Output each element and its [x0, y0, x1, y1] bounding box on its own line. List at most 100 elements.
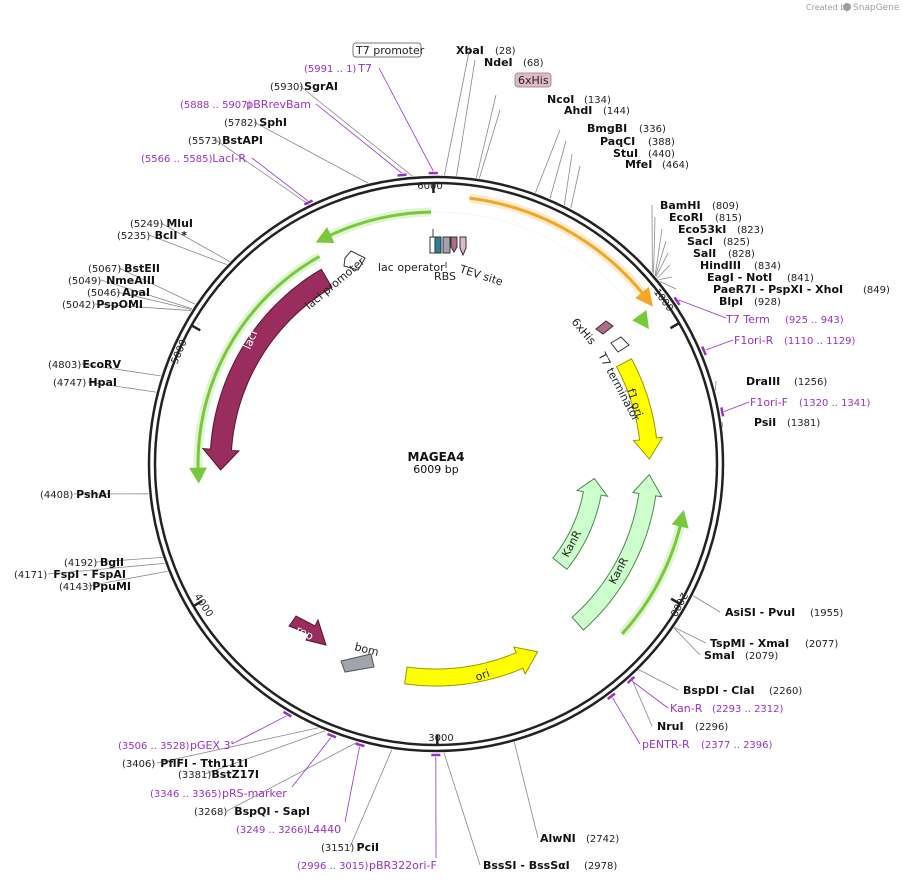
- primer-mark: [626, 675, 636, 684]
- enzyme-site-apai[interactable]: (5046)ApaI: [87, 286, 150, 299]
- snapgene-brand: SnapGene: [853, 3, 900, 13]
- enzyme-site-smai[interactable]: SmaI(2079): [704, 649, 778, 662]
- enzyme-site-xbai[interactable]: XbaI(28): [456, 44, 516, 57]
- primer-site-t7[interactable]: T7(5991 .. 1): [304, 62, 438, 175]
- enzyme-name: NdeI: [484, 56, 513, 69]
- enzyme-site-eagi-noti[interactable]: EagI - NotI(841): [707, 271, 814, 284]
- primer-leader-pgex-3: [231, 715, 287, 745]
- primer-site-laci-r[interactable]: LacI-R(5566 .. 5585): [141, 152, 314, 206]
- enzyme-position: (2079): [745, 651, 778, 662]
- enzyme-site-ahdi[interactable]: AhdI(144): [564, 104, 630, 117]
- enzyme-leader-apai: [116, 291, 192, 310]
- enzyme-position: (3151): [321, 843, 354, 854]
- enzyme-site-alwni[interactable]: AlwNI(2742): [540, 832, 619, 845]
- enzyme-site-ecorv[interactable]: (4803)EcoRV: [48, 358, 121, 371]
- primer-name: pENTR-R: [642, 738, 690, 751]
- enzyme-leader-ecori: [653, 216, 656, 274]
- enzyme-site-hpai[interactable]: (4747)HpaI: [53, 376, 117, 389]
- plasmid-name: MAGEA4: [408, 450, 465, 464]
- rbs-block: [442, 236, 451, 254]
- enzyme-site-paer7i-pspxi-xhoi[interactable]: PaeR7I - PspXI - XhoI(849): [713, 283, 890, 296]
- primer-site-t7-term[interactable]: T7 Term(925 .. 943): [673, 296, 844, 326]
- enzyme-site-bsssi-bsss-i[interactable]: BssSI - BssSαI (2978): [483, 859, 617, 872]
- enzyme-site-asisi-pvui[interactable]: AsiSI - PvuI(1955): [725, 606, 843, 619]
- enzyme-site-sgrai[interactable]: (5930)SgrAI: [270, 80, 338, 93]
- enzyme-position: (3268): [194, 807, 227, 818]
- enzyme-site-ppumi[interactable]: (4143)PpuMI: [59, 580, 131, 593]
- enzyme-leader-stui: [563, 153, 573, 206]
- enzyme-site-ncoi[interactable]: NcoI(134): [547, 93, 611, 106]
- enzyme-site-fspi-fspai[interactable]: (4171)FspI - FspAI: [14, 568, 126, 581]
- primer-name: pRS-marker: [222, 787, 287, 800]
- enzyme-name: EcoRI: [669, 211, 703, 224]
- backbone-inner-ring: [153, 181, 719, 747]
- primer-site-pbr322ori-f[interactable]: pBR322ori-F(2996 .. 3015): [297, 753, 441, 872]
- primer-leader-t7: [378, 67, 434, 172]
- enzyme-name: BssSI - BssSαI: [483, 859, 570, 872]
- enzyme-site-stui[interactable]: StuI(440): [613, 147, 675, 160]
- enzyme-site-bspqi-sapi[interactable]: (3268)BspQI - SapI: [194, 805, 310, 818]
- enzyme-name: SacI: [687, 235, 713, 248]
- enzyme-name: BmgBI: [587, 122, 627, 135]
- enzyme-site-ndei[interactable]: NdeI(68): [484, 56, 544, 69]
- enzyme-site-pflfi-tth111i[interactable]: (3406)PflFI - Tth111I: [122, 757, 248, 770]
- enzyme-site-pcii[interactable]: (3151)PciI: [321, 841, 379, 854]
- enzyme-site-sphi[interactable]: (5782)SphI: [224, 116, 287, 129]
- enzyme-position: (336): [639, 124, 666, 135]
- his-tag-orange-arrow: [469, 196, 651, 303]
- created-by-text: Created by: [806, 3, 850, 12]
- enzyme-site-bspdi-clai[interactable]: BspDI - ClaI(2260): [683, 684, 802, 697]
- enzyme-name: MfeI: [625, 158, 652, 171]
- enzyme-site-nrui[interactable]: NruI(2296): [657, 720, 728, 733]
- enzyme-site-bcli[interactable]: (5235)BclI *: [117, 229, 187, 242]
- enzyme-position: (5235): [117, 231, 150, 242]
- enzyme-leader-saci: [655, 240, 667, 277]
- enzyme-site-hindiii[interactable]: HindIII(834): [700, 259, 781, 272]
- primer-range: (5888 .. 5907): [180, 100, 252, 111]
- primer-mark: [327, 732, 337, 739]
- enzyme-position: (2742): [586, 834, 619, 845]
- primer-site-pentr-r[interactable]: pENTR-R(2377 .. 2396): [606, 692, 773, 751]
- enzyme-site-bamhi[interactable]: BamHI(809): [660, 199, 739, 212]
- primer-leader-f1ori-r: [705, 339, 734, 351]
- primer-name: L4440: [307, 823, 341, 836]
- enzyme-site-bmgbi[interactable]: BmgBI (336): [587, 122, 666, 135]
- enzyme-site-saci[interactable]: SacI(825): [687, 235, 750, 248]
- ruler-label-5000: 5000: [170, 338, 190, 366]
- enzyme-site-psii[interactable]: PsiI(1381): [754, 416, 820, 429]
- enzyme-site-tspmi-xmai[interactable]: TspMI - XmaI(2077): [710, 637, 838, 650]
- enzyme-site-mlui[interactable]: (5249)MluI: [130, 217, 193, 230]
- primer-range: (5991 .. 1): [304, 64, 356, 75]
- enzyme-site-bgli[interactable]: (4192)BglI: [64, 556, 124, 569]
- enzyme-site-ecori[interactable]: EcoRI(815): [669, 211, 742, 224]
- enzyme-site-bstapi[interactable]: (5573)BstAPI: [188, 134, 263, 147]
- primer-site-f1ori-f[interactable]: F1ori-F(1320 .. 1341): [720, 396, 871, 417]
- enzyme-site-blpi[interactable]: BlpI(928): [719, 295, 781, 308]
- enzyme-name: AsiSI - PvuI: [725, 606, 795, 619]
- primer-site-prs-marker[interactable]: pRS-marker(3346 .. 3365): [150, 732, 337, 800]
- primer-site-pbrrevbam[interactable]: pBRrevBam(5888 .. 5907): [180, 98, 407, 177]
- ruler-label-3000: 3000: [428, 733, 453, 744]
- enzyme-site-nmeaiii[interactable]: (5049)NmeAIII: [68, 274, 155, 287]
- enzyme-site-bsteii[interactable]: (5067)BstEII: [88, 262, 160, 275]
- primer-site-l4440[interactable]: L4440(3249 .. 3266): [236, 742, 365, 836]
- enzyme-site-mfei[interactable]: MfeI(464): [625, 158, 689, 171]
- enzyme-site-eco53ki[interactable]: Eco53kI(823): [678, 223, 764, 236]
- enzyme-position: (3406): [122, 759, 155, 770]
- primer-site-f1ori-r[interactable]: F1ori-R(1110 .. 1129): [701, 334, 856, 356]
- enzyme-name: SalI: [693, 247, 716, 260]
- primer-site-kan-r[interactable]: Kan-R(2293 .. 2312): [626, 675, 784, 715]
- enzyme-site-sali[interactable]: SalI(828): [693, 247, 755, 260]
- enzyme-site-pshai[interactable]: (4408)PshAI: [40, 488, 111, 501]
- laci-promoter-arrow: [343, 250, 366, 271]
- lac-operator-label: lac operator: [378, 261, 445, 274]
- enzyme-position: (834): [754, 261, 781, 272]
- enzyme-position: (2978): [584, 861, 617, 872]
- enzyme-leader-sali: [655, 252, 669, 277]
- enzyme-site-draiii[interactable]: DraIII(1256): [746, 375, 827, 388]
- primer-site-pgex-3[interactable]: pGEX 3'(3506 .. 3528): [118, 710, 292, 752]
- enzyme-site-bstz17i[interactable]: (3381)BstZ17I: [178, 768, 259, 781]
- enzyme-site-pspomi[interactable]: (5042)PspOMI: [62, 298, 143, 311]
- enzyme-leader-draiii: [715, 380, 717, 391]
- enzyme-site-paqci[interactable]: PaqCI(388): [600, 135, 675, 148]
